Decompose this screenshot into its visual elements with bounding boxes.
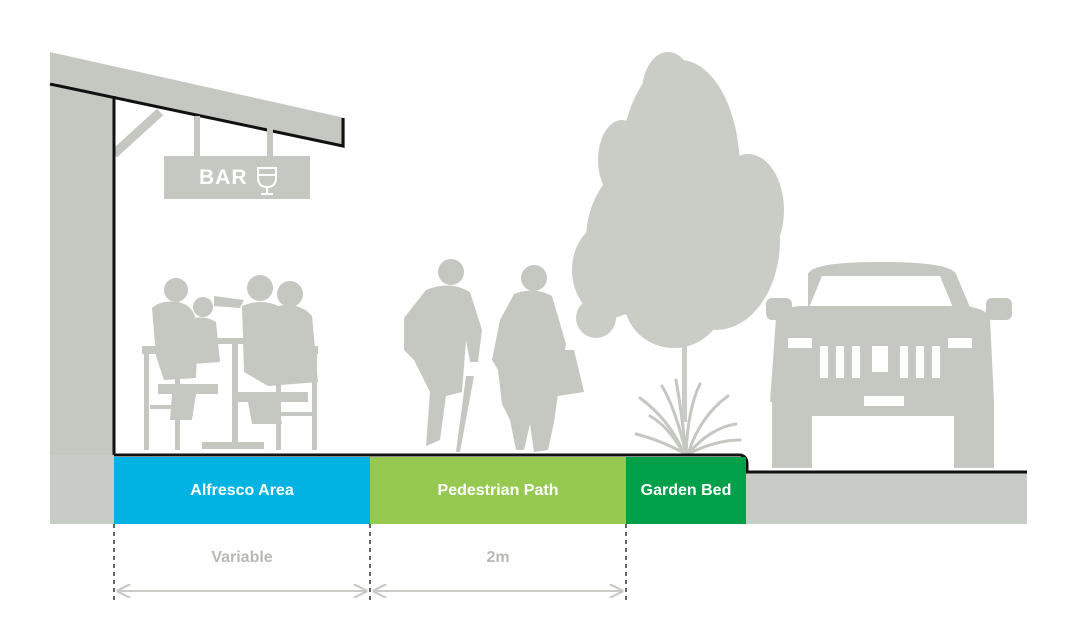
vehicle-silhouette	[766, 262, 1012, 468]
alfresco-diners-silhouette	[142, 275, 318, 450]
pedestrians-silhouette	[404, 259, 584, 452]
zone-label-alfresco: Alfresco Area	[190, 481, 294, 499]
garden-bed-band	[626, 457, 746, 524]
building-wall	[50, 84, 114, 524]
sign-board	[164, 156, 310, 199]
ground-section	[50, 453, 1027, 524]
zone-label-garden: Garden Bed	[640, 481, 732, 499]
wine-glass-icon	[257, 167, 277, 195]
dimension-lines	[113, 524, 627, 600]
zone-bands	[114, 457, 746, 524]
sign-label: BAR	[199, 166, 248, 189]
building	[49, 52, 345, 524]
roof-awning	[50, 52, 345, 148]
zone-label-pedestrian: Pedestrian Path	[437, 481, 559, 499]
bar-sign	[164, 116, 310, 199]
road-base	[745, 472, 1027, 524]
dimension-label-pedestrian: 2m	[486, 549, 510, 566]
dimension-label-alfresco: Variable	[211, 549, 273, 566]
awning-brace	[110, 108, 164, 158]
tree-silhouette	[572, 52, 784, 422]
pedestrian-path-band	[370, 457, 626, 524]
alfresco-area-band	[114, 457, 370, 524]
awning-outline	[49, 82, 345, 148]
garden-grass-silhouette	[634, 378, 742, 456]
ground-base	[50, 455, 114, 524]
